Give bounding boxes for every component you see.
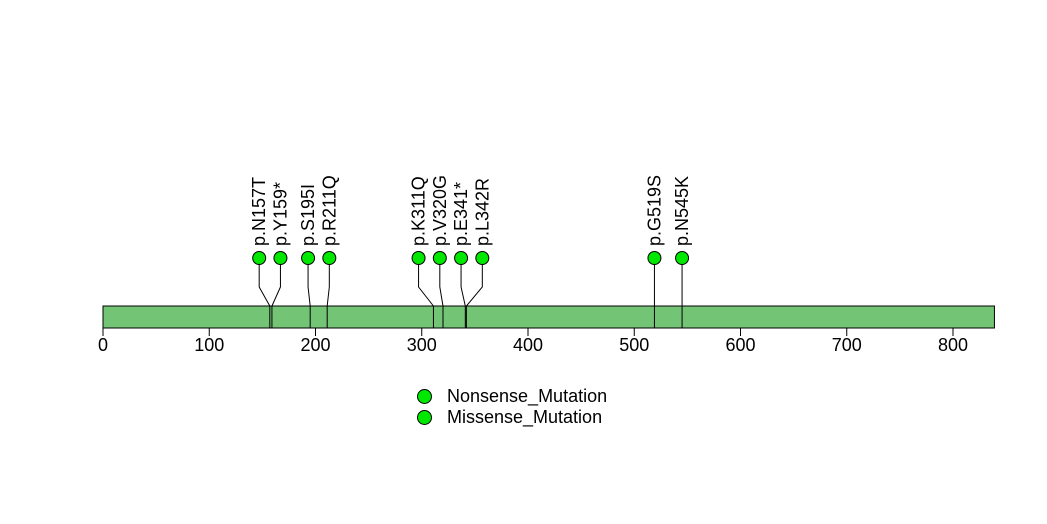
- axis-tick-label: 400: [513, 335, 543, 355]
- mutation-marker: [432, 251, 447, 265]
- axis-tick-label: 100: [194, 335, 224, 355]
- legend-label: Missense_Mutation: [447, 407, 603, 427]
- lollipop-stem: [307, 264, 311, 328]
- mutation-label: p.S195I: [298, 184, 318, 246]
- lollipop-p.K311Q: p.K311Q: [409, 176, 434, 328]
- legend-item-nonsense: Nonsense_Mutation: [417, 386, 608, 406]
- mutation-label: p.N545K: [672, 176, 692, 246]
- mutation-label: p.K311Q: [409, 176, 429, 246]
- mutation-marker: [454, 251, 469, 265]
- axis-tick-label: 500: [619, 335, 649, 355]
- mutation-label: p.L342R: [472, 178, 492, 246]
- axis-tick-label: 700: [832, 335, 862, 355]
- axis-tick-label: 200: [300, 335, 330, 355]
- lollipop-p.G519S: p.G519S: [644, 175, 664, 328]
- mutation-label: p.G519S: [644, 175, 664, 246]
- legend-label: Nonsense_Mutation: [447, 386, 608, 406]
- legend: Nonsense_Mutation Missense_Mutation: [417, 386, 608, 427]
- mutation-label: p.V320G: [430, 175, 450, 246]
- axis-tick-label: 300: [407, 335, 437, 355]
- mutation-marker: [301, 251, 316, 265]
- lollipop-p.L342R: p.L342R: [465, 178, 492, 328]
- lollipop-p.Y159*: p.Y159*: [270, 182, 290, 328]
- axis-tick-label: 600: [725, 335, 755, 355]
- lollipop-stem: [460, 264, 466, 328]
- missense-marker-icon: [417, 410, 432, 425]
- mutation-label: p.Y159*: [270, 182, 290, 246]
- nonsense-marker-icon: [417, 389, 432, 404]
- mutation-marker: [475, 251, 490, 265]
- lollipop-stem: [271, 264, 281, 328]
- protein-bar: [102, 305, 995, 329]
- mutation-marker: [647, 251, 662, 265]
- lollipop-stem: [326, 264, 330, 328]
- legend-item-missense: Missense_Mutation: [417, 407, 607, 427]
- lollipop-stem: [465, 264, 483, 328]
- mutation-marker: [252, 251, 267, 265]
- mutation-label: p.N157T: [249, 177, 269, 246]
- mutation-marker: [273, 251, 288, 265]
- lollipop-stem: [439, 264, 444, 328]
- lollipop-p.E341*: p.E341*: [451, 182, 471, 328]
- lollipop-stem: [258, 264, 271, 328]
- mutation-label: p.E341*: [451, 182, 471, 246]
- lollipop-stem: [418, 264, 434, 328]
- mutation-marker: [322, 251, 337, 265]
- axis-tick-label: 800: [938, 335, 968, 355]
- lollipop-p.N157T: p.N157T: [249, 177, 271, 328]
- lollipop-p.N545K: p.N545K: [672, 176, 692, 328]
- lollipop-p.V320G: p.V320G: [430, 175, 450, 328]
- lollipop-p.R211Q: p.R211Q: [319, 175, 339, 328]
- lollipop-p.S195I: p.S195I: [298, 184, 318, 328]
- mutation-marker: [411, 251, 426, 265]
- mutation-marker: [675, 251, 690, 265]
- axis-tick-label: 0: [98, 335, 108, 355]
- mutation-label: p.R211Q: [319, 175, 339, 246]
